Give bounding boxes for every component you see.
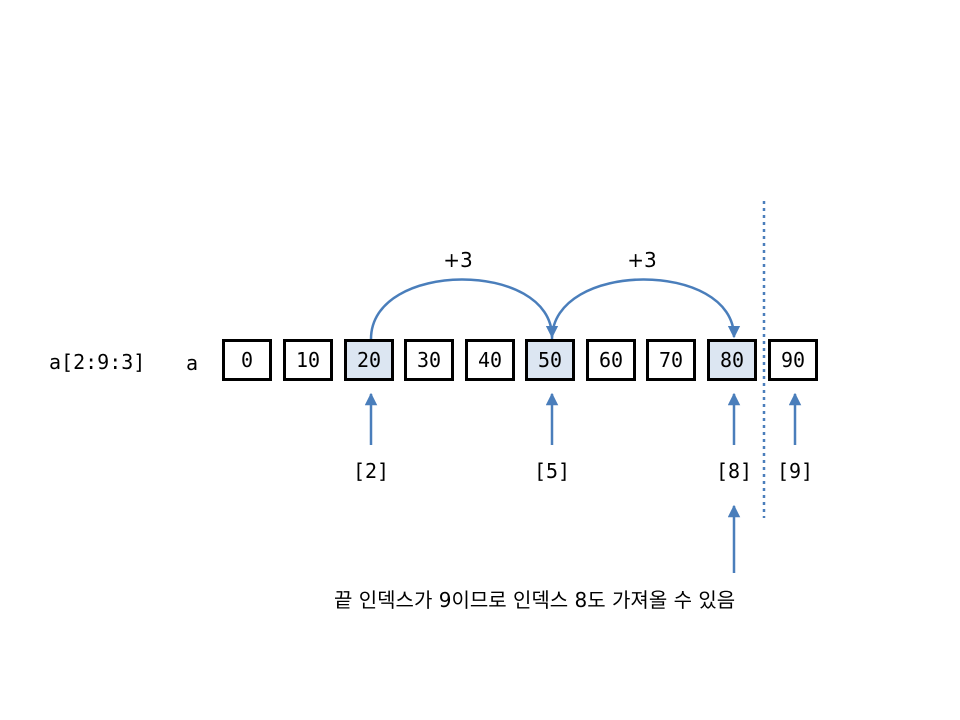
slice-expression: a[2:9:3]: [49, 350, 146, 374]
step-label-1: +3: [443, 248, 473, 272]
index-label-8: [8]: [715, 459, 753, 483]
note-text: 끝 인덱스가 9이므로 인덱스 8도 가져올 수 있음: [334, 588, 736, 612]
array-cell-6: 60: [586, 339, 636, 381]
array-cell-1: 10: [283, 339, 333, 381]
index-label-9: [9]: [776, 459, 814, 483]
array-cell-7: 70: [646, 339, 696, 381]
array-cell-9: 90: [768, 339, 818, 381]
array-cell-4: 40: [465, 339, 515, 381]
array-name-label: a: [186, 351, 199, 375]
array-cell-5: 50: [525, 339, 575, 381]
step-label-2: +3: [627, 248, 657, 272]
array-cell-8: 80: [707, 339, 757, 381]
index-label-2: [2]: [352, 459, 390, 483]
array-cell-0: 0: [222, 339, 272, 381]
step-arc-2: [550, 278, 741, 340]
index-label-5: [5]: [533, 459, 571, 483]
array-cell-3: 30: [404, 339, 454, 381]
step-arc-1: [369, 278, 559, 340]
array-cell-2: 20: [344, 339, 394, 381]
